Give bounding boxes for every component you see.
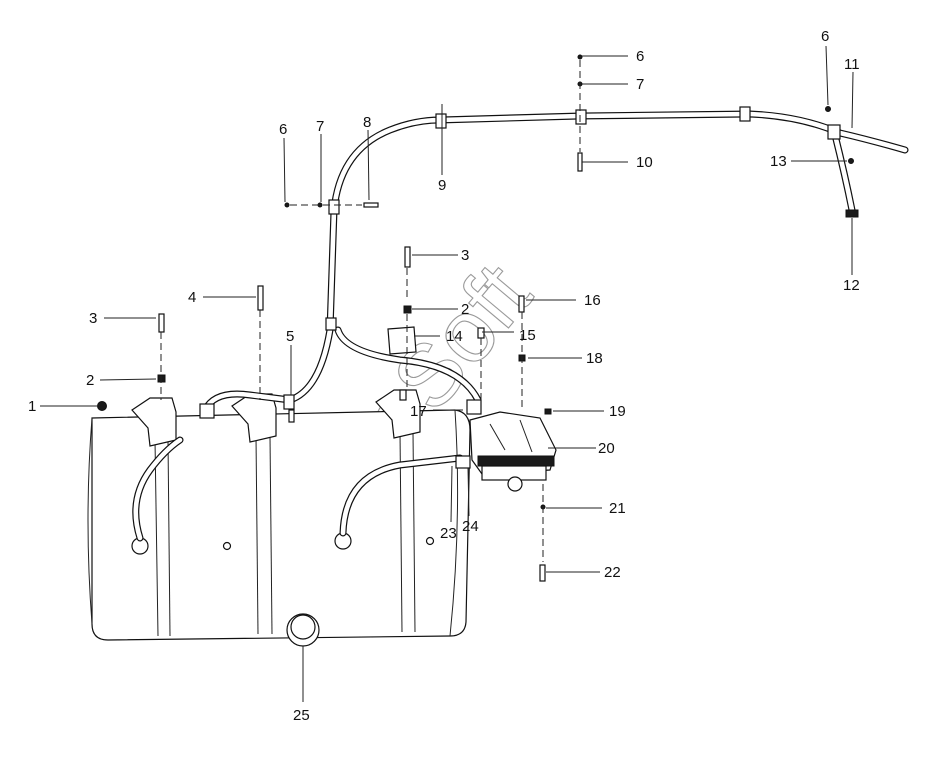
callout-23: 23	[440, 525, 457, 542]
callout-1: 1	[28, 398, 36, 415]
callout-6: 6	[279, 121, 287, 138]
callout-20: 20	[598, 440, 615, 457]
callout-2b: 2	[461, 301, 469, 318]
callout-22: 22	[604, 564, 621, 581]
callout-19: 19	[609, 403, 626, 420]
callout-5: 5	[286, 328, 294, 345]
fuel-tank	[87, 389, 471, 647]
drain-plug	[286, 613, 320, 647]
callout-7b: 7	[636, 76, 644, 93]
filter-assembly	[455, 411, 557, 492]
callout-2: 2	[86, 372, 94, 389]
leader-lines	[40, 45, 854, 702]
assembly-lines	[160, 60, 581, 562]
callout-21: 21	[609, 500, 626, 517]
callout-15: 15	[519, 327, 536, 344]
callout-25: 25	[293, 707, 310, 724]
callout-3: 3	[89, 310, 97, 327]
callout-17: 17	[410, 403, 427, 420]
callout-7: 7	[316, 118, 324, 135]
callout-24: 24	[462, 518, 479, 535]
callout-8: 8	[363, 114, 371, 131]
callout-16: 16	[584, 292, 601, 309]
callout-10: 10	[636, 154, 653, 171]
callout-numbers: 1 2 3 4 5 6 7 8 9 6 7 10 6 11 13 12 3 2 …	[28, 28, 860, 724]
callout-4: 4	[188, 289, 196, 306]
callout-11: 11	[844, 56, 860, 73]
callout-12: 12	[843, 277, 860, 294]
callout-18: 18	[586, 350, 603, 367]
pipe-clamps	[199, 106, 841, 419]
callout-14: 14	[446, 328, 463, 345]
bracket-plate	[387, 326, 417, 355]
callout-9: 9	[438, 177, 446, 194]
callout-13: 13	[770, 153, 787, 170]
callout-6b: 6	[636, 48, 644, 65]
callout-6c: 6	[821, 28, 829, 45]
callout-3b: 3	[461, 247, 469, 264]
